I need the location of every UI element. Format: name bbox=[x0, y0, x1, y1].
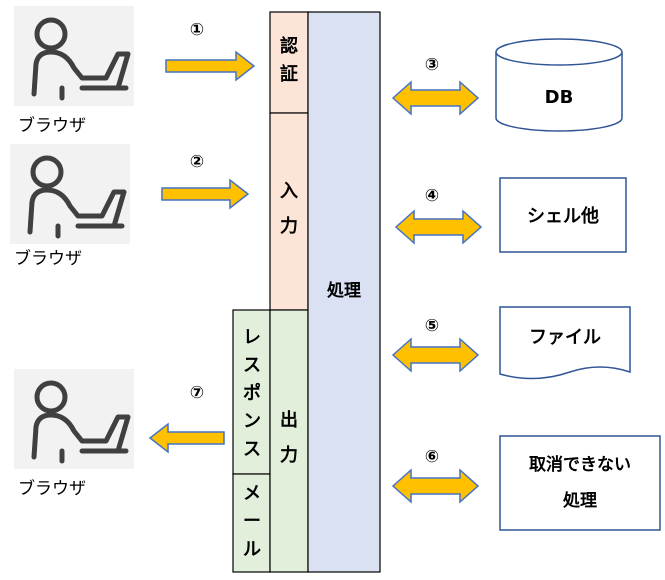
response-arrow-7 bbox=[148, 422, 225, 454]
process-label: 処理 bbox=[326, 281, 361, 301]
step-number: ④ bbox=[425, 186, 439, 206]
request-arrow-2 bbox=[161, 178, 250, 210]
mail-label-char: ル bbox=[243, 539, 261, 560]
user-at-computer-icon bbox=[14, 6, 134, 106]
file-label: ファイル bbox=[529, 327, 601, 348]
step-number: ③ bbox=[425, 55, 439, 75]
mail-label-char: メ bbox=[243, 483, 261, 504]
step-number: ② bbox=[190, 152, 204, 172]
output-label-char: 力 bbox=[280, 445, 298, 466]
request-arrow-1 bbox=[165, 50, 256, 82]
mail-module bbox=[232, 473, 271, 573]
irreversible-process-box bbox=[499, 435, 661, 531]
input-label-char: 入 bbox=[280, 181, 298, 202]
step-number: ⑥ bbox=[425, 447, 439, 467]
auth-label-char: 認 bbox=[280, 35, 298, 57]
step-number: ① bbox=[190, 20, 204, 40]
process-module bbox=[307, 11, 381, 573]
step-number: ⑤ bbox=[425, 316, 439, 336]
output-module bbox=[269, 309, 309, 573]
output-label-char: 出 bbox=[280, 409, 298, 431]
response-label-char: ス bbox=[243, 355, 261, 376]
file-double-arrow bbox=[391, 337, 480, 373]
database-cylinder bbox=[495, 38, 623, 132]
input-label-char: 力 bbox=[280, 216, 298, 237]
irreversible-label-line: 取消できない bbox=[529, 454, 631, 475]
browser-label: ブラウザ bbox=[18, 115, 86, 136]
response-label-char: ス bbox=[243, 439, 261, 460]
response-module bbox=[232, 309, 271, 475]
irreversible-label-line: 処理 bbox=[562, 491, 597, 511]
shell-double-arrow bbox=[394, 209, 483, 245]
browser-label: ブラウザ bbox=[18, 478, 86, 499]
user-at-computer-icon bbox=[10, 144, 130, 244]
shell-label: シェル他 bbox=[527, 205, 599, 227]
user-at-computer-icon bbox=[14, 369, 134, 469]
response-label-char: レ bbox=[243, 327, 261, 348]
input-module bbox=[269, 112, 309, 311]
irreversible-double-arrow bbox=[391, 468, 480, 504]
step-number: ⑦ bbox=[190, 383, 204, 403]
response-label-char: ン bbox=[243, 411, 261, 432]
file-document-shape bbox=[499, 306, 631, 380]
auth-module bbox=[269, 11, 309, 114]
response-label-char: ポ bbox=[243, 382, 261, 404]
auth-label-char: 証 bbox=[280, 63, 298, 85]
shell-box bbox=[499, 177, 627, 253]
mail-label-char: ー bbox=[243, 511, 261, 532]
db-label: DB bbox=[545, 87, 574, 108]
browser-label: ブラウザ bbox=[14, 248, 82, 269]
db-double-arrow bbox=[391, 80, 480, 116]
